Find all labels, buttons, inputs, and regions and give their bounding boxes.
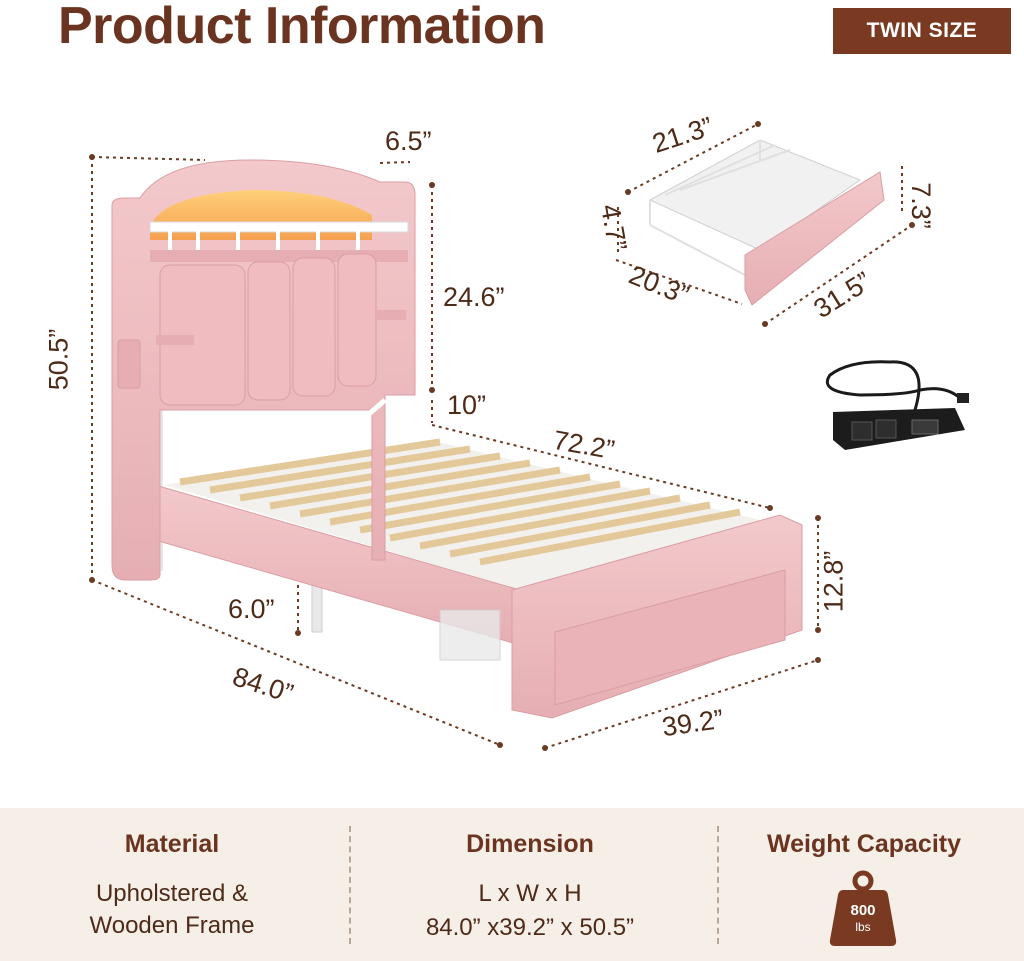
weight-icon: 800 lbs bbox=[829, 870, 897, 946]
divider bbox=[717, 826, 719, 944]
dim-side-height: 10” bbox=[447, 390, 487, 420]
weight-heading: Weight Capacity bbox=[766, 830, 962, 858]
product-illustration bbox=[89, 121, 969, 751]
dimension-lines bbox=[91, 123, 913, 749]
dim-headboard-depth: 6.5” bbox=[385, 126, 432, 156]
material-line-1: Upholstered & bbox=[95, 880, 249, 907]
power-strip-icon bbox=[825, 360, 969, 450]
weight-value: 800 bbox=[850, 902, 876, 919]
drawer-illustration bbox=[648, 139, 885, 306]
material-heading: Material bbox=[124, 830, 220, 858]
dim-drawer-front-height: 7.3” bbox=[905, 182, 936, 229]
size-badge: TWIN SIZE bbox=[833, 8, 1011, 54]
dimension-heading: Dimension bbox=[466, 830, 594, 858]
weight-unit: lbs bbox=[855, 920, 871, 934]
bed-illustration bbox=[111, 159, 803, 719]
material-line-2: Wooden Frame bbox=[89, 912, 255, 939]
dimension-column: Dimension L x W x H 84.0” x39.2” x 50.5” bbox=[370, 808, 690, 961]
dimension-values: 84.0” x39.2” x 50.5” bbox=[425, 914, 635, 941]
info-band: Material Upholstered & Wooden Frame Dime… bbox=[0, 808, 1024, 961]
dimension-format: L x W x H bbox=[478, 880, 582, 907]
page-title: Product Information bbox=[58, 0, 546, 55]
dim-ground-clearance: 6.0” bbox=[228, 594, 275, 624]
weight-column: Weight Capacity bbox=[730, 808, 998, 961]
divider bbox=[349, 826, 351, 944]
material-column: Material Upholstered & Wooden Frame bbox=[40, 808, 304, 961]
dim-headboard-height: 50.5” bbox=[43, 328, 74, 391]
dim-footboard-height: 12.8” bbox=[818, 550, 849, 613]
dim-headboard-upper: 24.6” bbox=[443, 282, 505, 312]
